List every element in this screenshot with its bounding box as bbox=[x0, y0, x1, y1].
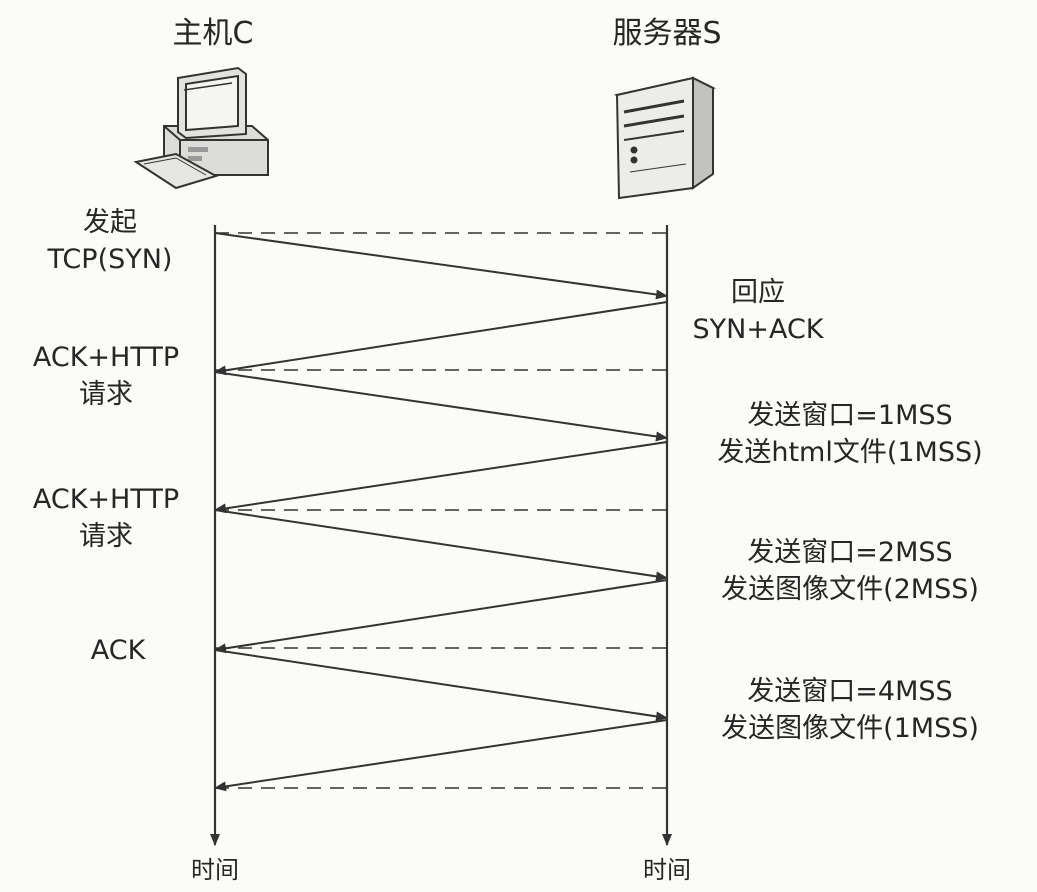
client-event-label: ACK bbox=[90, 635, 146, 666]
html-data-arrow bbox=[214, 441, 668, 514]
client-title: 主机C bbox=[172, 16, 254, 51]
client-event-label: 发起 bbox=[83, 207, 137, 238]
client-event-label: 请求 bbox=[79, 521, 133, 552]
ack-arrow bbox=[214, 649, 668, 722]
server-event-label: 发送图像文件(1MSS) bbox=[721, 713, 979, 744]
server-event-label: SYN+ACK bbox=[692, 314, 824, 345]
client-event-label: TCP(SYN) bbox=[47, 244, 173, 275]
client-time-label: 时间 bbox=[191, 856, 239, 884]
server-event-label: 发送窗口=2MSS bbox=[747, 537, 953, 568]
desktop-computer-icon bbox=[133, 66, 269, 190]
server-title: 服务器S bbox=[612, 16, 722, 51]
server-event-label: 发送图像文件(2MSS) bbox=[721, 574, 979, 605]
client-event-label: ACK+HTTP bbox=[32, 484, 180, 515]
dashed-guides bbox=[215, 232, 667, 789]
server-time-label: 时间 bbox=[643, 856, 691, 884]
image-data-arrow-1 bbox=[214, 579, 668, 654]
client-event-label: 请求 bbox=[79, 379, 133, 410]
message-arrows bbox=[214, 232, 668, 792]
http-request-arrow-2 bbox=[214, 509, 668, 582]
image-data-arrow-2 bbox=[214, 719, 668, 792]
syn-ack-arrow bbox=[214, 301, 668, 376]
server-event-label: 发送窗口=4MSS bbox=[747, 676, 953, 707]
syn-arrow bbox=[214, 232, 668, 300]
client-event-label: ACK+HTTP bbox=[32, 342, 180, 373]
server-tower-icon bbox=[613, 76, 717, 200]
http-request-arrow-1 bbox=[214, 371, 668, 442]
server-event-label: 回应 bbox=[731, 277, 785, 308]
server-event-label: 发送html文件(1MSS) bbox=[717, 437, 983, 468]
server-event-label: 发送窗口=1MSS bbox=[747, 400, 953, 431]
